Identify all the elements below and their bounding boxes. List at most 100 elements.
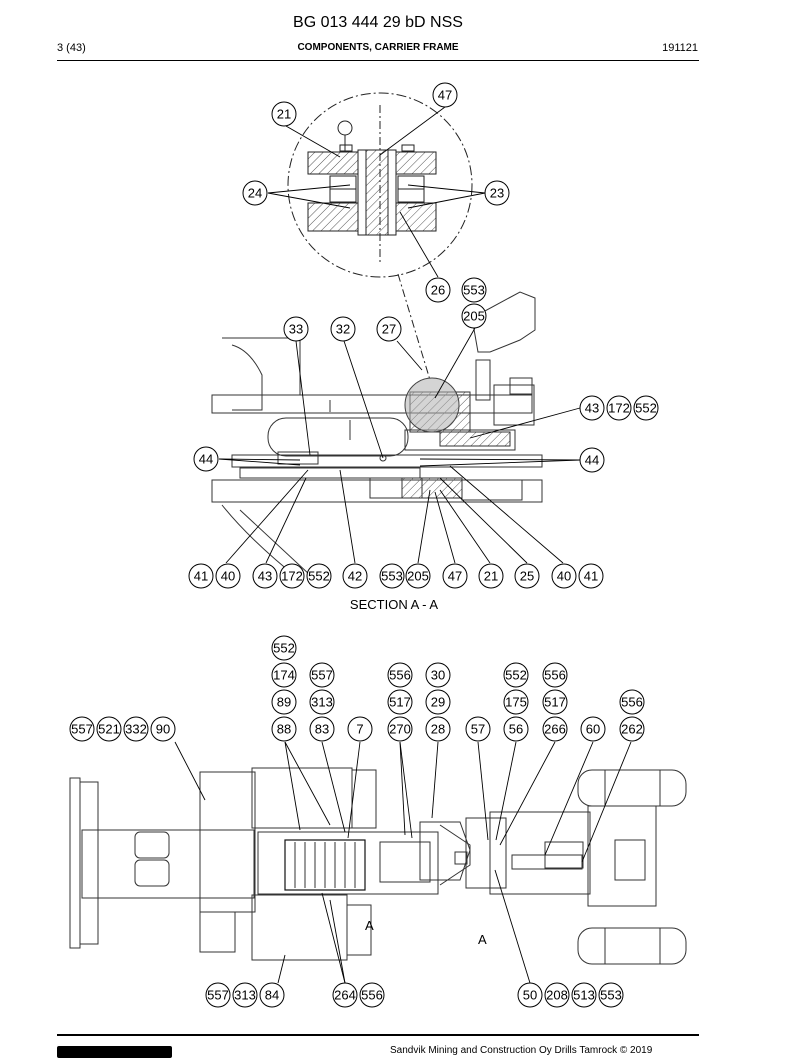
svg-text:88: 88 xyxy=(277,722,291,737)
section-marker-a-left: A xyxy=(365,918,374,933)
svg-text:264: 264 xyxy=(334,988,356,1003)
callout: 21 xyxy=(271,101,297,127)
callout: 27 xyxy=(376,316,402,342)
svg-text:556: 556 xyxy=(389,668,411,683)
callout: 30 xyxy=(425,662,451,688)
svg-text:29: 29 xyxy=(431,695,445,710)
callout: 264 xyxy=(332,982,358,1008)
footer-rule xyxy=(57,1034,699,1036)
detail-view xyxy=(287,92,473,381)
svg-text:43: 43 xyxy=(585,401,599,416)
svg-text:50: 50 xyxy=(523,988,537,1003)
callout: 266 xyxy=(542,716,568,742)
svg-text:552: 552 xyxy=(273,641,295,656)
svg-text:21: 21 xyxy=(484,569,498,584)
callout: 208 xyxy=(544,982,570,1008)
callout: 553 xyxy=(379,563,405,589)
svg-text:205: 205 xyxy=(463,309,485,324)
svg-text:552: 552 xyxy=(308,569,330,584)
callout: 43 xyxy=(579,395,605,421)
svg-text:56: 56 xyxy=(509,722,523,737)
section-title: COMPONENTS, CARRIER FRAME xyxy=(297,42,459,53)
callout: 172 xyxy=(279,563,305,589)
svg-text:44: 44 xyxy=(585,453,599,468)
brand-logo xyxy=(57,1046,172,1058)
svg-text:552: 552 xyxy=(635,401,657,416)
callout: 557 xyxy=(69,716,95,742)
svg-text:32: 32 xyxy=(336,322,350,337)
section-view xyxy=(211,291,543,581)
callout: 313 xyxy=(232,982,258,1008)
callout: 57 xyxy=(465,716,491,742)
callout: 556 xyxy=(359,982,385,1008)
callout: 517 xyxy=(542,689,568,715)
svg-text:557: 557 xyxy=(311,668,333,683)
callout: 556 xyxy=(387,662,413,688)
svg-text:513: 513 xyxy=(573,988,595,1003)
callout: 44 xyxy=(193,446,219,472)
callout: 332 xyxy=(123,716,149,742)
svg-text:552: 552 xyxy=(505,668,527,683)
callout: 552 xyxy=(503,662,529,688)
callout: 56 xyxy=(503,716,529,742)
svg-text:42: 42 xyxy=(348,569,362,584)
callout: 47 xyxy=(432,82,458,108)
document-number: BG 013 444 29 bD NSS xyxy=(293,14,463,31)
svg-text:313: 313 xyxy=(311,695,333,710)
svg-text:21: 21 xyxy=(277,107,291,122)
callout: 44 xyxy=(579,447,605,473)
svg-text:33: 33 xyxy=(289,322,303,337)
svg-text:7: 7 xyxy=(356,722,363,737)
callout: 556 xyxy=(619,689,645,715)
callout: 24 xyxy=(242,180,268,206)
leader-lines xyxy=(174,106,632,984)
callout: 47 xyxy=(442,563,468,589)
highlight-circle xyxy=(404,377,460,433)
callout: 513 xyxy=(571,982,597,1008)
svg-text:332: 332 xyxy=(125,722,147,737)
section-marker-a-right: A xyxy=(478,932,487,947)
svg-text:174: 174 xyxy=(273,668,295,683)
svg-text:262: 262 xyxy=(621,722,643,737)
svg-text:24: 24 xyxy=(248,186,262,201)
svg-text:90: 90 xyxy=(156,722,170,737)
svg-text:517: 517 xyxy=(389,695,411,710)
callout: 552 xyxy=(306,563,332,589)
callout: 205 xyxy=(405,563,431,589)
section-label: SECTION A - A xyxy=(349,597,439,612)
callout: 42 xyxy=(342,563,368,589)
callout: 88 xyxy=(271,716,297,742)
svg-text:60: 60 xyxy=(586,722,600,737)
callout: 41 xyxy=(188,563,214,589)
page-number: 3 (43) xyxy=(57,42,86,54)
svg-text:556: 556 xyxy=(544,668,566,683)
callout: 84 xyxy=(259,982,285,1008)
plan-view xyxy=(69,767,687,965)
callout: 23 xyxy=(484,180,510,206)
svg-text:25: 25 xyxy=(520,569,534,584)
svg-text:40: 40 xyxy=(221,569,235,584)
svg-text:30: 30 xyxy=(431,668,445,683)
callout: 28 xyxy=(425,716,451,742)
callout: 552 xyxy=(271,635,297,661)
svg-text:26: 26 xyxy=(431,283,445,298)
svg-text:57: 57 xyxy=(471,722,485,737)
callout: 41 xyxy=(578,563,604,589)
svg-text:84: 84 xyxy=(265,988,279,1003)
svg-text:205: 205 xyxy=(407,569,429,584)
svg-text:557: 557 xyxy=(71,722,93,737)
svg-text:41: 41 xyxy=(584,569,598,584)
callout: 32 xyxy=(330,316,356,342)
callout: 521 xyxy=(96,716,122,742)
svg-text:40: 40 xyxy=(557,569,571,584)
svg-text:556: 556 xyxy=(621,695,643,710)
svg-text:47: 47 xyxy=(438,88,452,103)
callout: 90 xyxy=(150,716,176,742)
svg-text:172: 172 xyxy=(608,401,630,416)
callout: 21 xyxy=(478,563,504,589)
callout: 26 xyxy=(425,277,451,303)
svg-text:175: 175 xyxy=(505,695,527,710)
callout: 83 xyxy=(309,716,335,742)
svg-text:556: 556 xyxy=(361,988,383,1003)
svg-text:266: 266 xyxy=(544,722,566,737)
